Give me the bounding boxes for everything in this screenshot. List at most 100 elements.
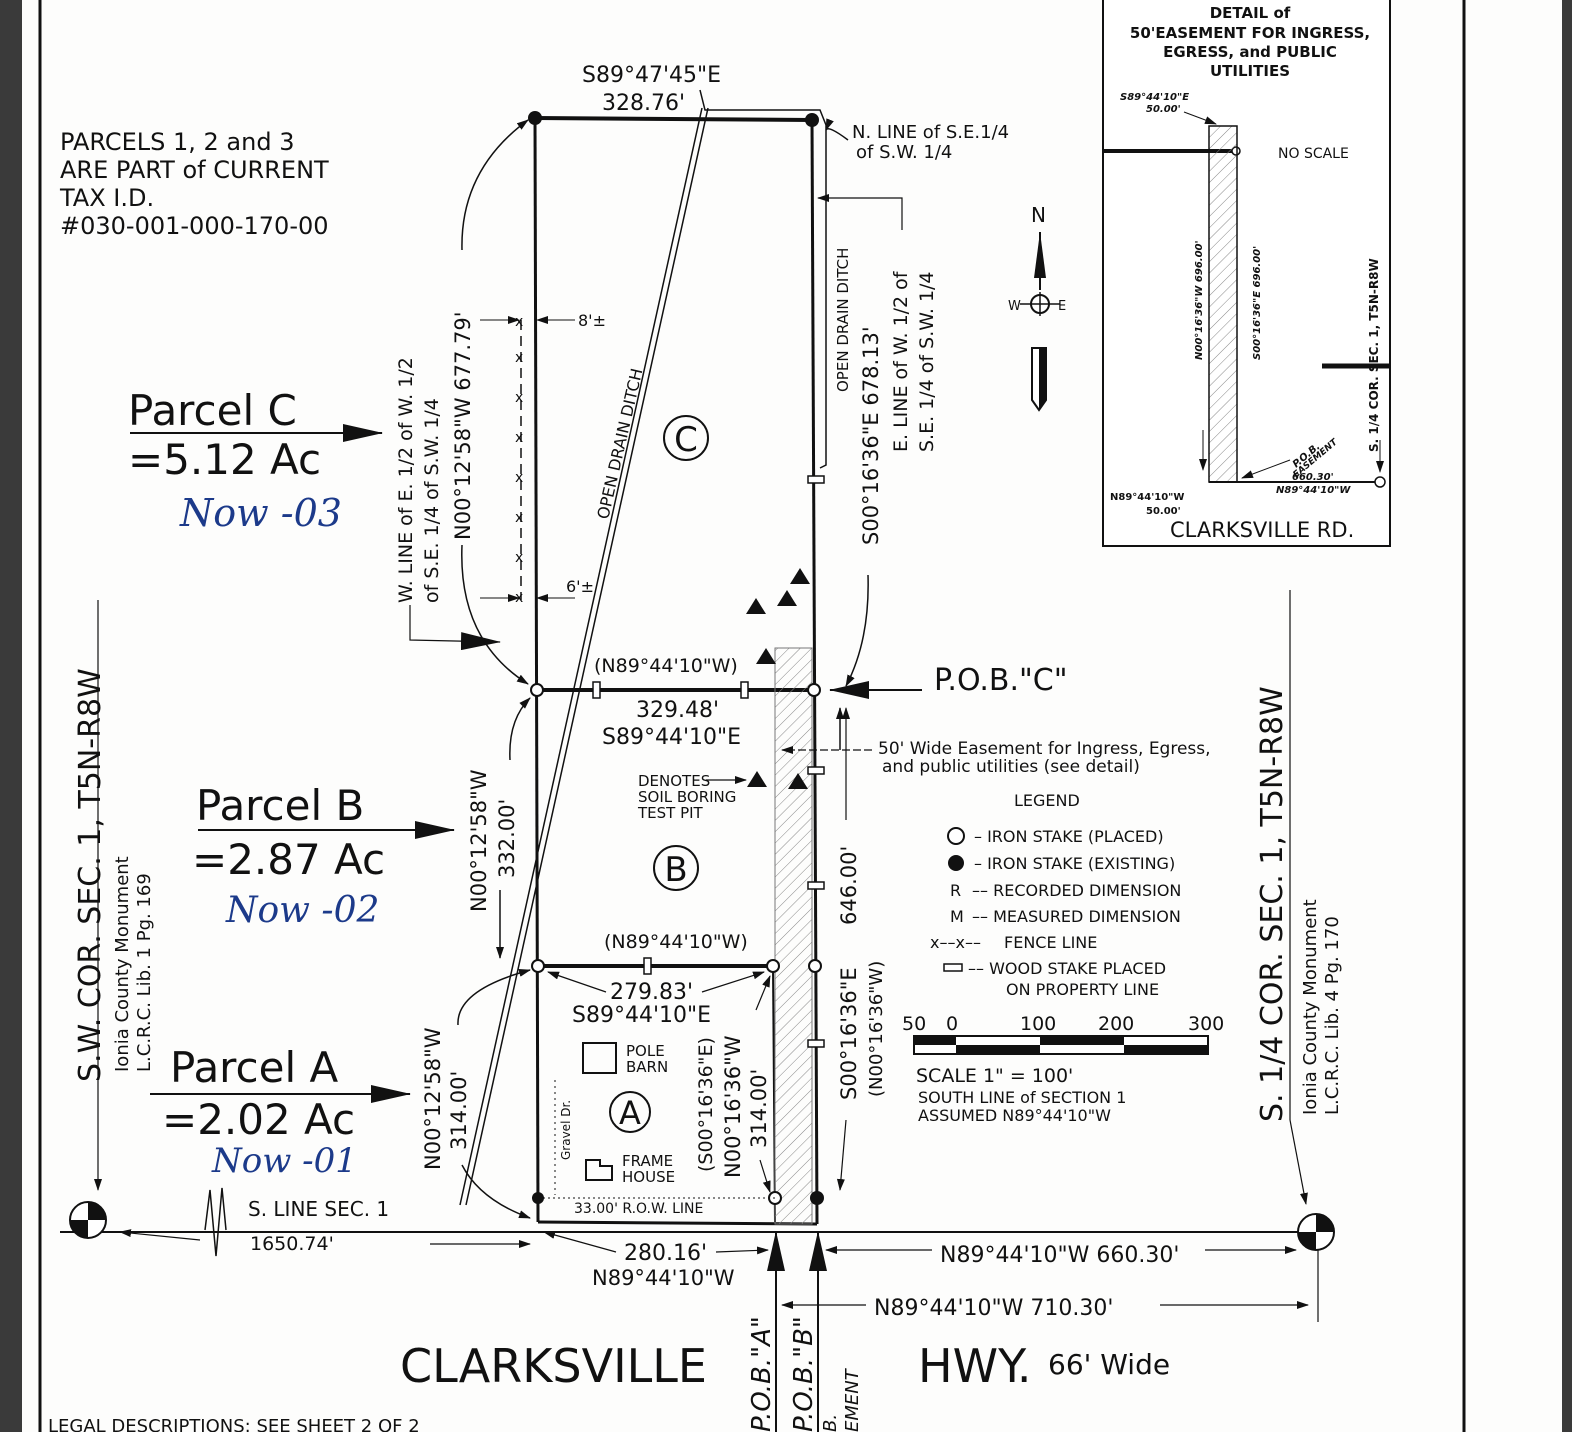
svg-text:– IRON STAKE (EXISTING): – IRON STAKE (EXISTING): [974, 854, 1175, 873]
hwy-label: HWY.: [918, 1339, 1031, 1393]
svg-text:TEST PIT: TEST PIT: [637, 804, 704, 822]
pob-labels: P.O.B."A" P.O.B."B" B. EMENT: [747, 1316, 863, 1432]
svg-text:N00°12'58"W: N00°12'58"W: [421, 1027, 445, 1170]
svg-text:(N00°16'36"W): (N00°16'36"W): [866, 961, 887, 1097]
bottom-dimensions: S. LINE SEC. 1 1650.74' 280.16' N89°44'1…: [119, 1187, 1319, 1322]
fence-offsets: 8'± 6'±: [480, 311, 606, 602]
north-line: [534, 116, 813, 122]
parcel-b-name: Parcel B: [196, 781, 364, 830]
svg-text:S. 1/4 COR. SEC. 1, T5N-R8W: S. 1/4 COR. SEC. 1, T5N-R8W: [1367, 258, 1381, 452]
wood-stakes: [592, 475, 825, 1048]
stake-placed: [530, 683, 544, 697]
svg-text:BARN: BARN: [626, 1058, 668, 1076]
road-label: CLARKSVILLE HWY. 66' Wide: [400, 1339, 1170, 1393]
parcel-b-area: =2.87 Ac: [192, 835, 385, 884]
n-line-label-2: of S.W. 1/4: [856, 142, 952, 163]
parcel-b-letter: B: [664, 850, 687, 890]
easement-note: 50' Wide Easement for Ingress, Egress, a…: [781, 739, 1211, 777]
svg-text:N89°44'10"W: N89°44'10"W: [592, 1266, 735, 1290]
sw-corner-label: S.W. COR. SEC. 1, T5N-R8W: [73, 668, 108, 1082]
svg-text:ASSUMED N89°44'10"W: ASSUMED N89°44'10"W: [918, 1106, 1111, 1125]
road-row-line: [537, 1220, 818, 1226]
tax-id-note: PARCELS 1, 2 and 3 ARE PART of CURRENT T…: [59, 128, 329, 240]
parcel-a-west-dimension: N00°12'58"W 314.00': [421, 969, 531, 1219]
svg-text:N89°44'10"W 710.30': N89°44'10"W 710.30': [874, 1296, 1113, 1321]
svg-text:300: 300: [1188, 1013, 1224, 1035]
svg-text:x: x: [515, 314, 523, 330]
svg-text:N89°44'10"W: N89°44'10"W: [1276, 485, 1351, 496]
svg-text:329.48': 329.48': [636, 698, 719, 723]
svg-text:S89°44'10"E: S89°44'10"E: [602, 725, 741, 750]
s-quarter-corner-label: S. 1/4 COR. SEC. 1, T5N-R8W: [1255, 686, 1290, 1122]
svg-text:S. LINE SEC. 1: S. LINE SEC. 1: [248, 1197, 389, 1221]
north-letter: N: [1031, 203, 1046, 227]
svg-text:N00°16'36"W: N00°16'36"W: [721, 1035, 745, 1178]
svg-text:HOUSE: HOUSE: [622, 1168, 675, 1186]
svg-text:W. LINE of E. 1/2 of W. 1/2: W. LINE of E. 1/2 of W. 1/2: [395, 357, 417, 603]
svg-text:OPEN DRAIN DITCH: OPEN DRAIN DITCH: [834, 248, 852, 392]
parcel-c-marker: [663, 415, 709, 461]
svg-text:x: x: [515, 350, 523, 366]
svg-text:1650.74': 1650.74': [250, 1233, 334, 1255]
parcel-a-name: Parcel A: [170, 1043, 338, 1092]
detail-road-label: CLARKSVILLE RD.: [1170, 518, 1354, 542]
svg-text:POLE: POLE: [626, 1042, 665, 1060]
svg-text:280.16': 280.16': [624, 1241, 707, 1266]
parcel-b-handwritten-note: Now -02: [225, 890, 379, 931]
north-arrow: N W E: [1008, 203, 1066, 412]
svg-text:279.83': 279.83': [610, 980, 693, 1005]
parcel-a-label: Parcel A =2.02 Ac Now -01: [150, 1043, 411, 1181]
svg-text:S.E. 1/4 of S.W. 1/4: S.E. 1/4 of S.W. 1/4: [916, 271, 938, 452]
svg-text:EMENT: EMENT: [842, 1367, 863, 1432]
right-scan-edge: [1562, 0, 1572, 1432]
svg-text:660.30': 660.30': [1292, 472, 1334, 483]
svg-text:B.: B.: [820, 1414, 841, 1432]
drain-ditch-line-2: [465, 107, 709, 1206]
stake-placed: [807, 683, 821, 697]
parcel-b-label: Parcel B =2.87 Ac Now -02: [192, 781, 455, 931]
svg-text:314.00': 314.00': [447, 1071, 471, 1150]
north-dimension: S89°47'45"E 328.76' N. LINE of S.E.1/4 o…: [582, 63, 1009, 163]
road-width-label: 66' Wide: [1048, 1348, 1170, 1381]
svg-text:– IRON STAKE (PLACED): – IRON STAKE (PLACED): [974, 827, 1164, 846]
parcel-b-east-dimension: 646.00' S00°16'36"E (N00°16'36"W): [836, 707, 887, 1191]
svg-text:Ionia County Monument: Ionia County Monument: [1300, 899, 1321, 1115]
svg-text:UTILITIES: UTILITIES: [1210, 62, 1290, 80]
gravel-drive-label: Gravel Dr.: [559, 1100, 573, 1160]
parcel-c-name: Parcel C: [128, 386, 297, 435]
svg-text:332.00': 332.00': [495, 799, 519, 878]
parcel-c-letter: C: [674, 420, 698, 460]
easement-detail: DETAIL of 50'EASEMENT FOR INGRESS, EGRES…: [1102, 0, 1391, 547]
parcel-a-area: =2.02 Ac: [162, 1095, 355, 1144]
svg-text:50.00': 50.00': [1146, 104, 1181, 115]
svg-text:N00°12'58"W: N00°12'58"W: [467, 769, 491, 912]
svg-text:DENOTES: DENOTES: [638, 772, 710, 790]
svg-text:S00°16'36"E 696.00': S00°16'36"E 696.00': [1252, 246, 1263, 360]
svg-text:PARCELS 1, 2 and 3: PARCELS 1, 2 and 3: [60, 128, 294, 156]
stake-existing: [528, 111, 542, 125]
west-letter: W: [1008, 299, 1021, 314]
parcel-b-marker: [653, 845, 699, 891]
svg-text:S89°44'10"E: S89°44'10"E: [1120, 92, 1189, 103]
svg-text:50.00': 50.00': [1146, 506, 1181, 517]
west-line: [533, 117, 540, 1223]
pob-c-label: P.O.B."C": [934, 663, 1068, 698]
svg-text:(N89°44'10"W): (N89°44'10"W): [604, 931, 748, 953]
svg-text:SCALE 1" = 100': SCALE 1" = 100': [916, 1065, 1073, 1087]
clarksville-label: CLARKSVILLE: [400, 1339, 707, 1393]
svg-text:50'EASEMENT FOR INGRESS,: 50'EASEMENT FOR INGRESS,: [1130, 24, 1370, 42]
left-scan-edge: [0, 0, 22, 1432]
legal-descriptions-note: LEGAL DESCRIPTIONS: SEE SHEET 2 OF 2: [48, 1416, 420, 1432]
svg-text:–– MEASURED DIMENSION: –– MEASURED DIMENSION: [972, 907, 1181, 926]
svg-text:200: 200: [1098, 1013, 1134, 1035]
parcel-c-east-line-label: OPEN DRAIN DITCH S00°16'36"E 678.13' E. …: [817, 194, 938, 687]
svg-text:x––x––: x––x––: [930, 933, 981, 952]
svg-text:ON PROPERTY LINE: ON PROPERTY LINE: [1006, 980, 1159, 999]
stake-existing: [805, 113, 819, 127]
pole-barn-outline: [582, 1042, 617, 1074]
svg-text:R: R: [950, 881, 961, 900]
fence-offset-bottom: 6'±: [566, 577, 594, 596]
stake-existing: [810, 1191, 824, 1205]
pob-b-label: P.O.B."B": [789, 1316, 819, 1432]
